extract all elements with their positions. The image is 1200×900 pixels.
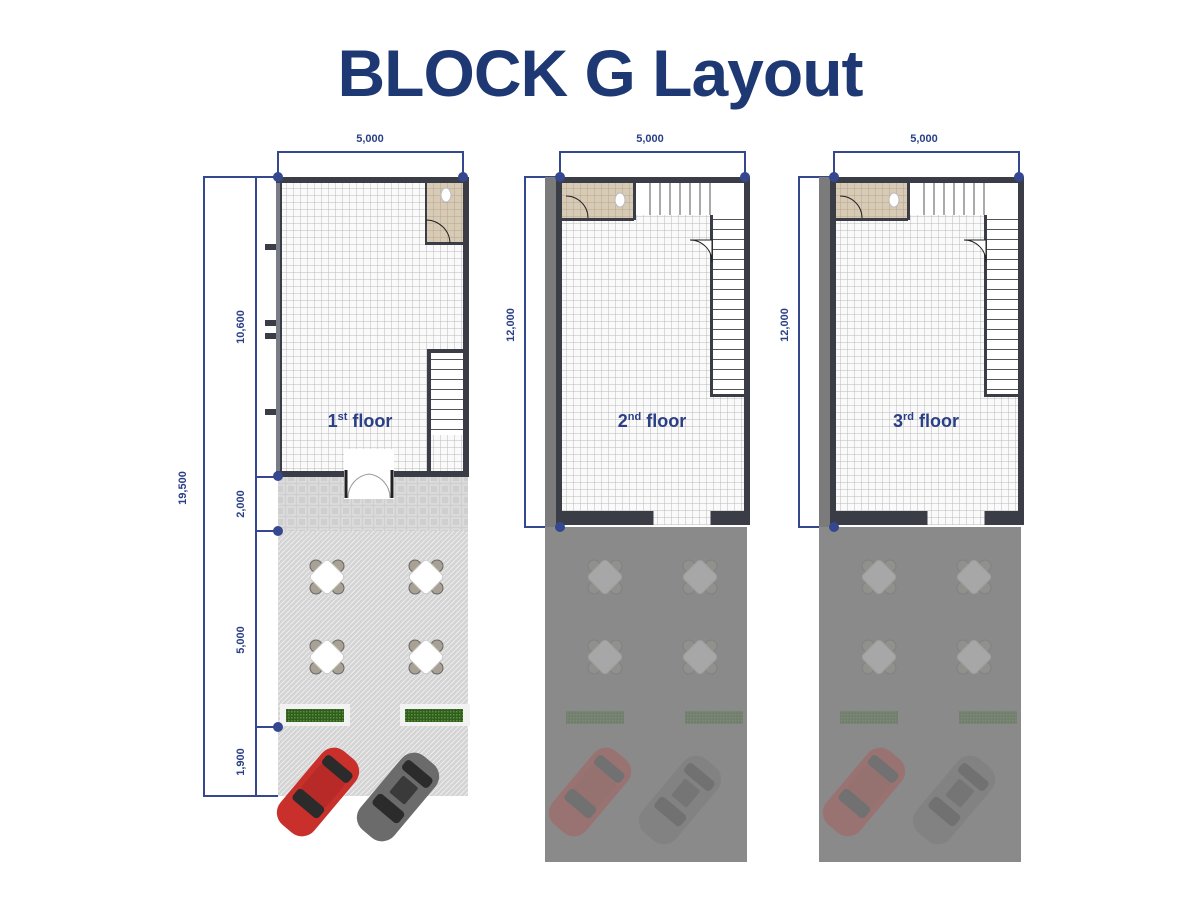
parking-depth-label: 1,900 (235, 748, 247, 776)
terrace-depth-label: 2,000 (235, 490, 247, 518)
building-depth-label: 10,600 (235, 310, 247, 344)
table-set-icon (308, 638, 346, 676)
staircase (987, 215, 1018, 395)
toilet-icon (888, 192, 900, 208)
page-title: BLOCK G Layout (338, 36, 864, 110)
height-dimension-label: 12,000 (779, 308, 791, 342)
table-set-icon (407, 558, 445, 596)
width-dimension-line (833, 151, 1020, 177)
floor-label: 3rd floor (893, 411, 959, 431)
width-dimension-label: 5,000 (636, 133, 664, 145)
segment-dimension-line (255, 176, 278, 796)
dining-depth-label: 5,000 (235, 626, 247, 654)
door-icon (689, 239, 713, 263)
floor-plan-1: 5,000 10,600 2,000 5,000 1,900 19,500 1s… (177, 133, 470, 848)
floor-label: 2nd floor (618, 411, 686, 431)
staircase (713, 215, 744, 395)
toilet-icon (614, 192, 626, 208)
bathroom-door-icon (425, 219, 451, 244)
total-dimension-line (203, 176, 278, 797)
table-set-icon (407, 638, 445, 676)
height-dimension-line (524, 176, 560, 528)
height-dimension-label: 12,000 (505, 308, 517, 342)
door-icon (963, 239, 987, 263)
width-dimension-line (277, 151, 464, 177)
table-set-icon (308, 558, 346, 596)
width-dimension-label: 5,000 (910, 133, 938, 145)
width-dimension-label: 5,000 (356, 133, 384, 145)
planter (405, 709, 463, 722)
floor-label: 1st floor (328, 411, 393, 431)
toilet-icon (440, 187, 452, 203)
staircase (431, 353, 463, 435)
floor-plan-3: 5,000 12,000 3rd floor (779, 133, 1024, 862)
height-dimension-line (798, 176, 834, 528)
floor-plan-2: 5,000 12,000 2nd floor (505, 133, 750, 862)
total-depth-label: 19,500 (177, 471, 189, 505)
planter (286, 709, 344, 722)
width-dimension-line (559, 151, 746, 177)
